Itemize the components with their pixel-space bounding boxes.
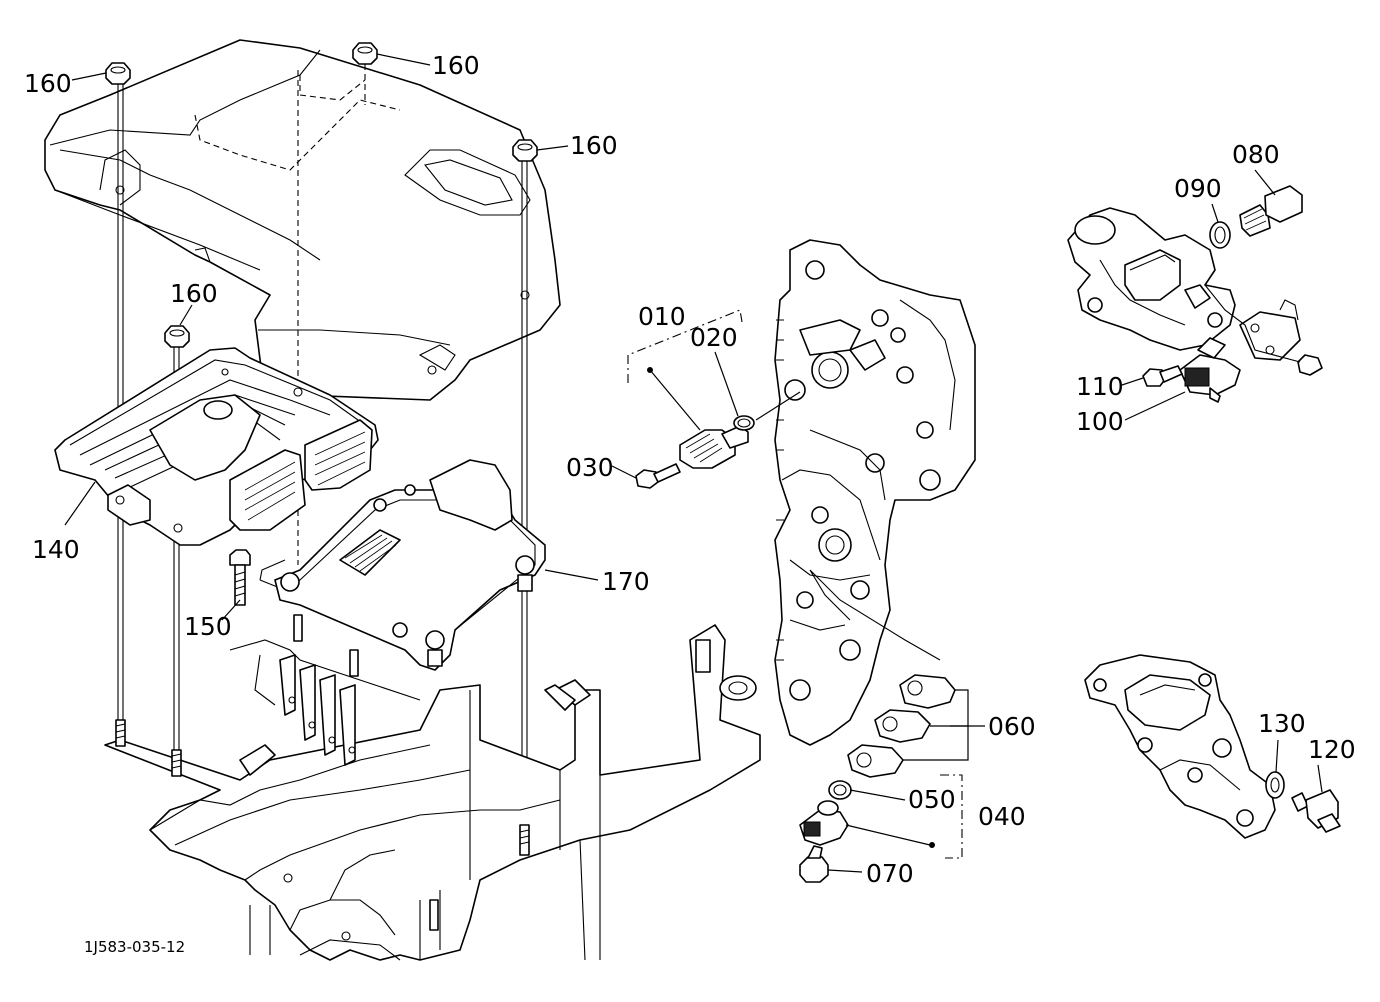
callout-160-c: 160 [570,131,618,160]
callout-150: 150 [184,612,232,641]
callout-080: 080 [1232,140,1280,169]
ecu-bracket-plate-170 [274,459,546,671]
sensor-080 [1239,185,1303,237]
ecu-unit-140 [54,347,379,546]
callout-170: 170 [602,567,650,596]
bracket-plate [1239,299,1323,376]
bolt-070 [799,845,829,883]
nut-160-b [352,42,378,65]
callout-060: 060 [988,712,1036,741]
callout-160-a: 160 [24,69,72,98]
bolt-030 [635,463,681,489]
callout-160-d: 160 [170,279,218,308]
gasket-060 [847,674,956,778]
callout-020: 020 [690,323,738,352]
leader-lines [64,53,1323,873]
temperature-sensor-020 [679,415,755,469]
callout-010: 010 [638,302,686,331]
sensor-100 [1179,337,1241,403]
engine-block [774,239,976,746]
callout-160-b: 160 [432,51,480,80]
drawing-code: 1J583-035-12 [84,938,185,956]
gasket-060-bracket [903,689,969,761]
callout-040: 040 [978,802,1026,831]
o-ring-050 [828,780,852,800]
callout-090: 090 [1174,174,1222,203]
callout-100: 100 [1076,407,1124,436]
callout-140: 140 [32,535,80,564]
nut-160-a [105,62,131,85]
sensor-120 [1291,789,1341,833]
nut-160-c [512,139,538,162]
callout-070: 070 [866,859,914,888]
top-cover [44,39,561,401]
callout-120: 120 [1308,735,1356,764]
o-ring-090 [1209,221,1231,249]
lower-housing [1084,654,1276,839]
thermostat-housing [1067,207,1236,351]
lower-frame [104,624,761,961]
thermostat-guide [1204,284,1301,363]
group-040-bracket [940,774,963,859]
callout-050: 050 [908,785,956,814]
callout-130: 130 [1258,709,1306,738]
cam-sensor [799,800,849,846]
frame-studs [115,614,530,931]
nut-160-d [164,325,190,348]
callout-110: 110 [1076,372,1124,401]
sensor-mount-lines [809,569,941,661]
leader-dots [647,367,935,848]
callout-030: 030 [566,453,614,482]
bolt-110 [1142,365,1183,387]
bolt-150 [229,549,251,606]
group-010-bracket [627,309,743,383]
washer-130 [1265,771,1285,799]
